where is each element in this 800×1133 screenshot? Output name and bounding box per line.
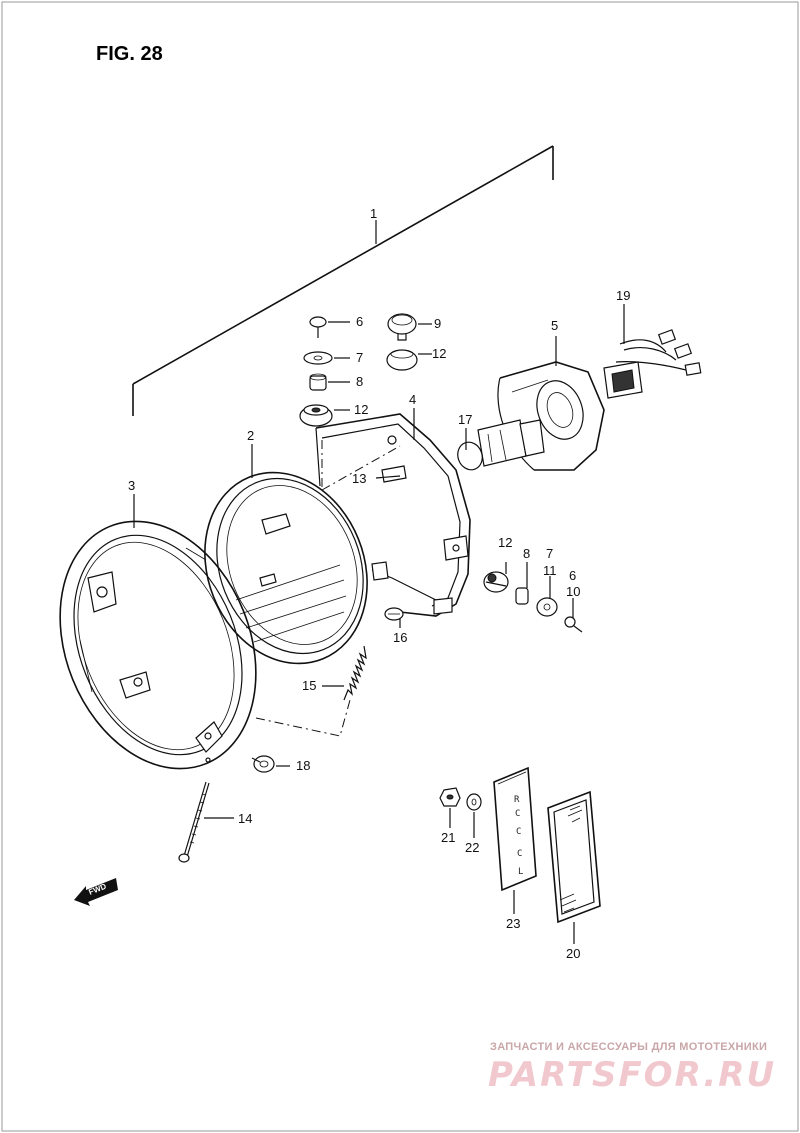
headlight-bulb (457, 419, 545, 471)
callout-8-top: 8 (356, 374, 363, 389)
watermark: ЗАПЧАСТИ И АКСЕССУАРЫ ДЛЯ МОТОТЕХНИКИ PA… (488, 1041, 776, 1095)
figure-title: FIG. 28 (96, 43, 163, 65)
callout-6-right: 6 (569, 568, 576, 583)
callout-12-top-left: 12 (354, 402, 368, 417)
callout-5: 5 (551, 318, 558, 333)
callout-21: 21 (441, 830, 455, 845)
callout-9: 9 (434, 316, 441, 331)
plate-letter-0: R (514, 795, 520, 805)
callout-15: 15 (302, 678, 316, 693)
assembly-bracket-1 (132, 145, 554, 416)
callout-10: 10 (566, 584, 580, 599)
callout-3: 3 (128, 478, 135, 493)
washer-7-top (303, 351, 333, 365)
callout-2: 2 (247, 428, 254, 443)
callout-19: 19 (616, 288, 630, 303)
callout-18: 18 (296, 758, 310, 773)
callout-14: 14 (238, 811, 252, 826)
callout-4: 4 (409, 392, 416, 407)
callout-23: 23 (506, 916, 520, 931)
callout-11: 11 (543, 563, 557, 578)
grommet-12-right (483, 571, 509, 593)
nut-21 (439, 787, 461, 807)
label-plate-23: R C C C L (493, 766, 537, 892)
watermark-tagline: ЗАПЧАСТИ И АКСЕССУАРЫ ДЛЯ МОТОТЕХНИКИ (490, 1041, 767, 1053)
reflector-20 (547, 790, 601, 924)
headlight-case (315, 413, 471, 617)
washer-7-right (536, 597, 558, 617)
callout-12-top-right: 12 (432, 346, 446, 361)
grommet-12-top-right (386, 349, 418, 371)
headlight-rim (59, 520, 257, 770)
headlight-lens-unit (204, 471, 368, 665)
screw-6-top (309, 316, 327, 338)
screw-10 (564, 616, 583, 633)
collar-8-right (515, 587, 529, 605)
plate-letter-3: C (517, 849, 522, 859)
callout-13: 13 (352, 471, 366, 486)
callout-labels: 1 2 3 4 5 6 7 8 9 12 12 13 17 19 12 8 7 … (128, 206, 630, 961)
callout-7-right: 7 (546, 546, 553, 561)
callout-17: 17 (458, 412, 472, 427)
callout-20: 20 (566, 946, 580, 961)
callout-12-right: 12 (498, 535, 512, 550)
callout-8-right: 8 (523, 546, 530, 561)
wiring-connector (603, 329, 702, 399)
leader-lines (133, 304, 625, 944)
screw-18 (251, 755, 275, 773)
plate-letter-2: C (516, 827, 521, 837)
collar-8-top (309, 373, 327, 391)
callout-22: 22 (465, 840, 479, 855)
screw-16 (384, 607, 404, 621)
spring-15 (343, 645, 367, 701)
grommet-12-top-left (299, 404, 333, 427)
watermark-brand: PARTSFOR.RU (488, 1055, 776, 1095)
washer-22 (466, 793, 482, 811)
callout-6-top: 6 (356, 314, 363, 329)
cap-9 (387, 313, 417, 341)
plate-letter-4: L (518, 867, 523, 877)
plate-letter-1: C (515, 809, 520, 819)
adjust-screw-14 (178, 757, 211, 863)
callout-1: 1 (370, 206, 377, 221)
fwd-arrow-marker: FWD (74, 878, 118, 906)
callout-16: 16 (393, 630, 407, 645)
callout-7-top: 7 (356, 350, 363, 365)
